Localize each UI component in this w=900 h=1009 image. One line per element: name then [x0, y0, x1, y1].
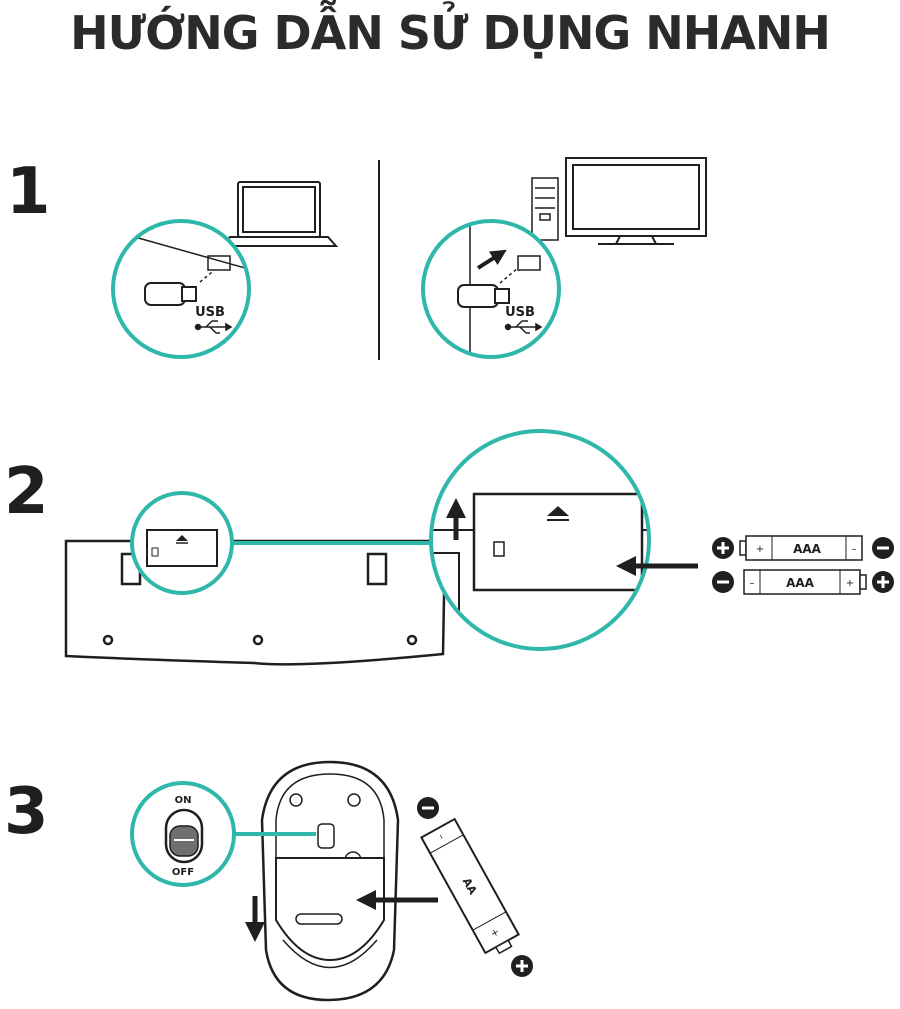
- monitor-illustration: [565, 157, 707, 245]
- usb-label-desktop: USB: [505, 305, 535, 320]
- aaa-label-1: AAA: [793, 542, 822, 556]
- laptop-illustration: [219, 181, 339, 247]
- usb-receiver: [144, 282, 197, 306]
- usb-symbol-icon: [194, 320, 233, 334]
- aaa-label-2: AAA: [786, 576, 815, 590]
- battery-door-small-circle: [130, 491, 234, 595]
- laptop-usb-zoom-circle: USB: [111, 219, 251, 359]
- battery-minus-mark: –: [852, 544, 857, 555]
- usb-receiver: [457, 284, 510, 308]
- aaa-battery-1: + AAA –: [712, 535, 894, 561]
- desktop-tower-illustration: [531, 177, 559, 241]
- usb-symbol-icon: [504, 320, 543, 334]
- desktop-usb-zoom-circle: USB: [421, 219, 561, 359]
- power-switch-zoom-circle: ON OFF: [130, 781, 236, 887]
- mouse-bottom-illustration: [260, 760, 400, 1002]
- step-number-1: 1: [6, 155, 51, 229]
- battery-door-large-circle: [429, 429, 651, 651]
- switch-off-label: OFF: [172, 867, 194, 878]
- battery-plus-mark: +: [846, 578, 854, 589]
- switch-on-label: ON: [175, 795, 192, 806]
- aa-battery: AA – +: [417, 797, 533, 977]
- battery-plus-mark: +: [756, 544, 764, 555]
- page-title: HƯỚNG DẪN SỬ DỤNG NHANH: [70, 6, 831, 60]
- aaa-battery-2: – AAA +: [712, 569, 894, 595]
- usb-label-laptop: USB: [195, 305, 225, 320]
- battery-minus-mark: –: [750, 578, 755, 589]
- step-number-3: 3: [4, 775, 49, 849]
- step-number-2: 2: [4, 455, 49, 529]
- keyboard-bottom-illustration: [64, 539, 447, 666]
- battery-minus-mark: –: [435, 832, 447, 842]
